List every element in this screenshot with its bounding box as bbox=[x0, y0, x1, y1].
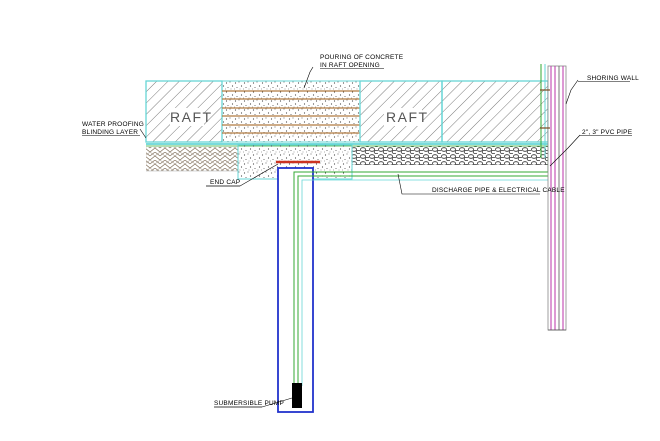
concrete-reinforcement-bars bbox=[222, 90, 360, 134]
waterproofing-label-line2: BLINDING LAYER bbox=[82, 129, 138, 136]
concrete-label-line1: POURING OF CONCRETE bbox=[320, 54, 404, 61]
end-cap-label: END CAP bbox=[210, 179, 240, 186]
shoring-wall bbox=[547, 65, 567, 331]
shoring-wall-label: SHORING WALL bbox=[587, 75, 639, 82]
pvc-pipe-label: 2", 3" PVC PIPE bbox=[582, 129, 633, 136]
raft-far-right-block bbox=[441, 80, 549, 143]
pump-label: SUBMERSIBLE PUMP bbox=[214, 400, 284, 407]
soil-layer-left bbox=[146, 147, 238, 171]
raft-right-label: RAFT bbox=[386, 109, 429, 125]
discharge-label: DISCHARGE PIPE & ELECTRICAL CABLE bbox=[432, 187, 565, 194]
concrete-label-line2: IN RAFT OPENING bbox=[320, 62, 380, 69]
gravel-layer bbox=[352, 146, 548, 165]
submersible-pump bbox=[292, 383, 302, 408]
discharge-pipe bbox=[293, 149, 553, 386]
pipe-clamps bbox=[540, 89, 550, 129]
sump-pipe-casing bbox=[277, 167, 314, 413]
waterproofing-label-line1: WATER PROOFING bbox=[82, 121, 144, 128]
raft-left-label: RAFT bbox=[170, 109, 213, 125]
